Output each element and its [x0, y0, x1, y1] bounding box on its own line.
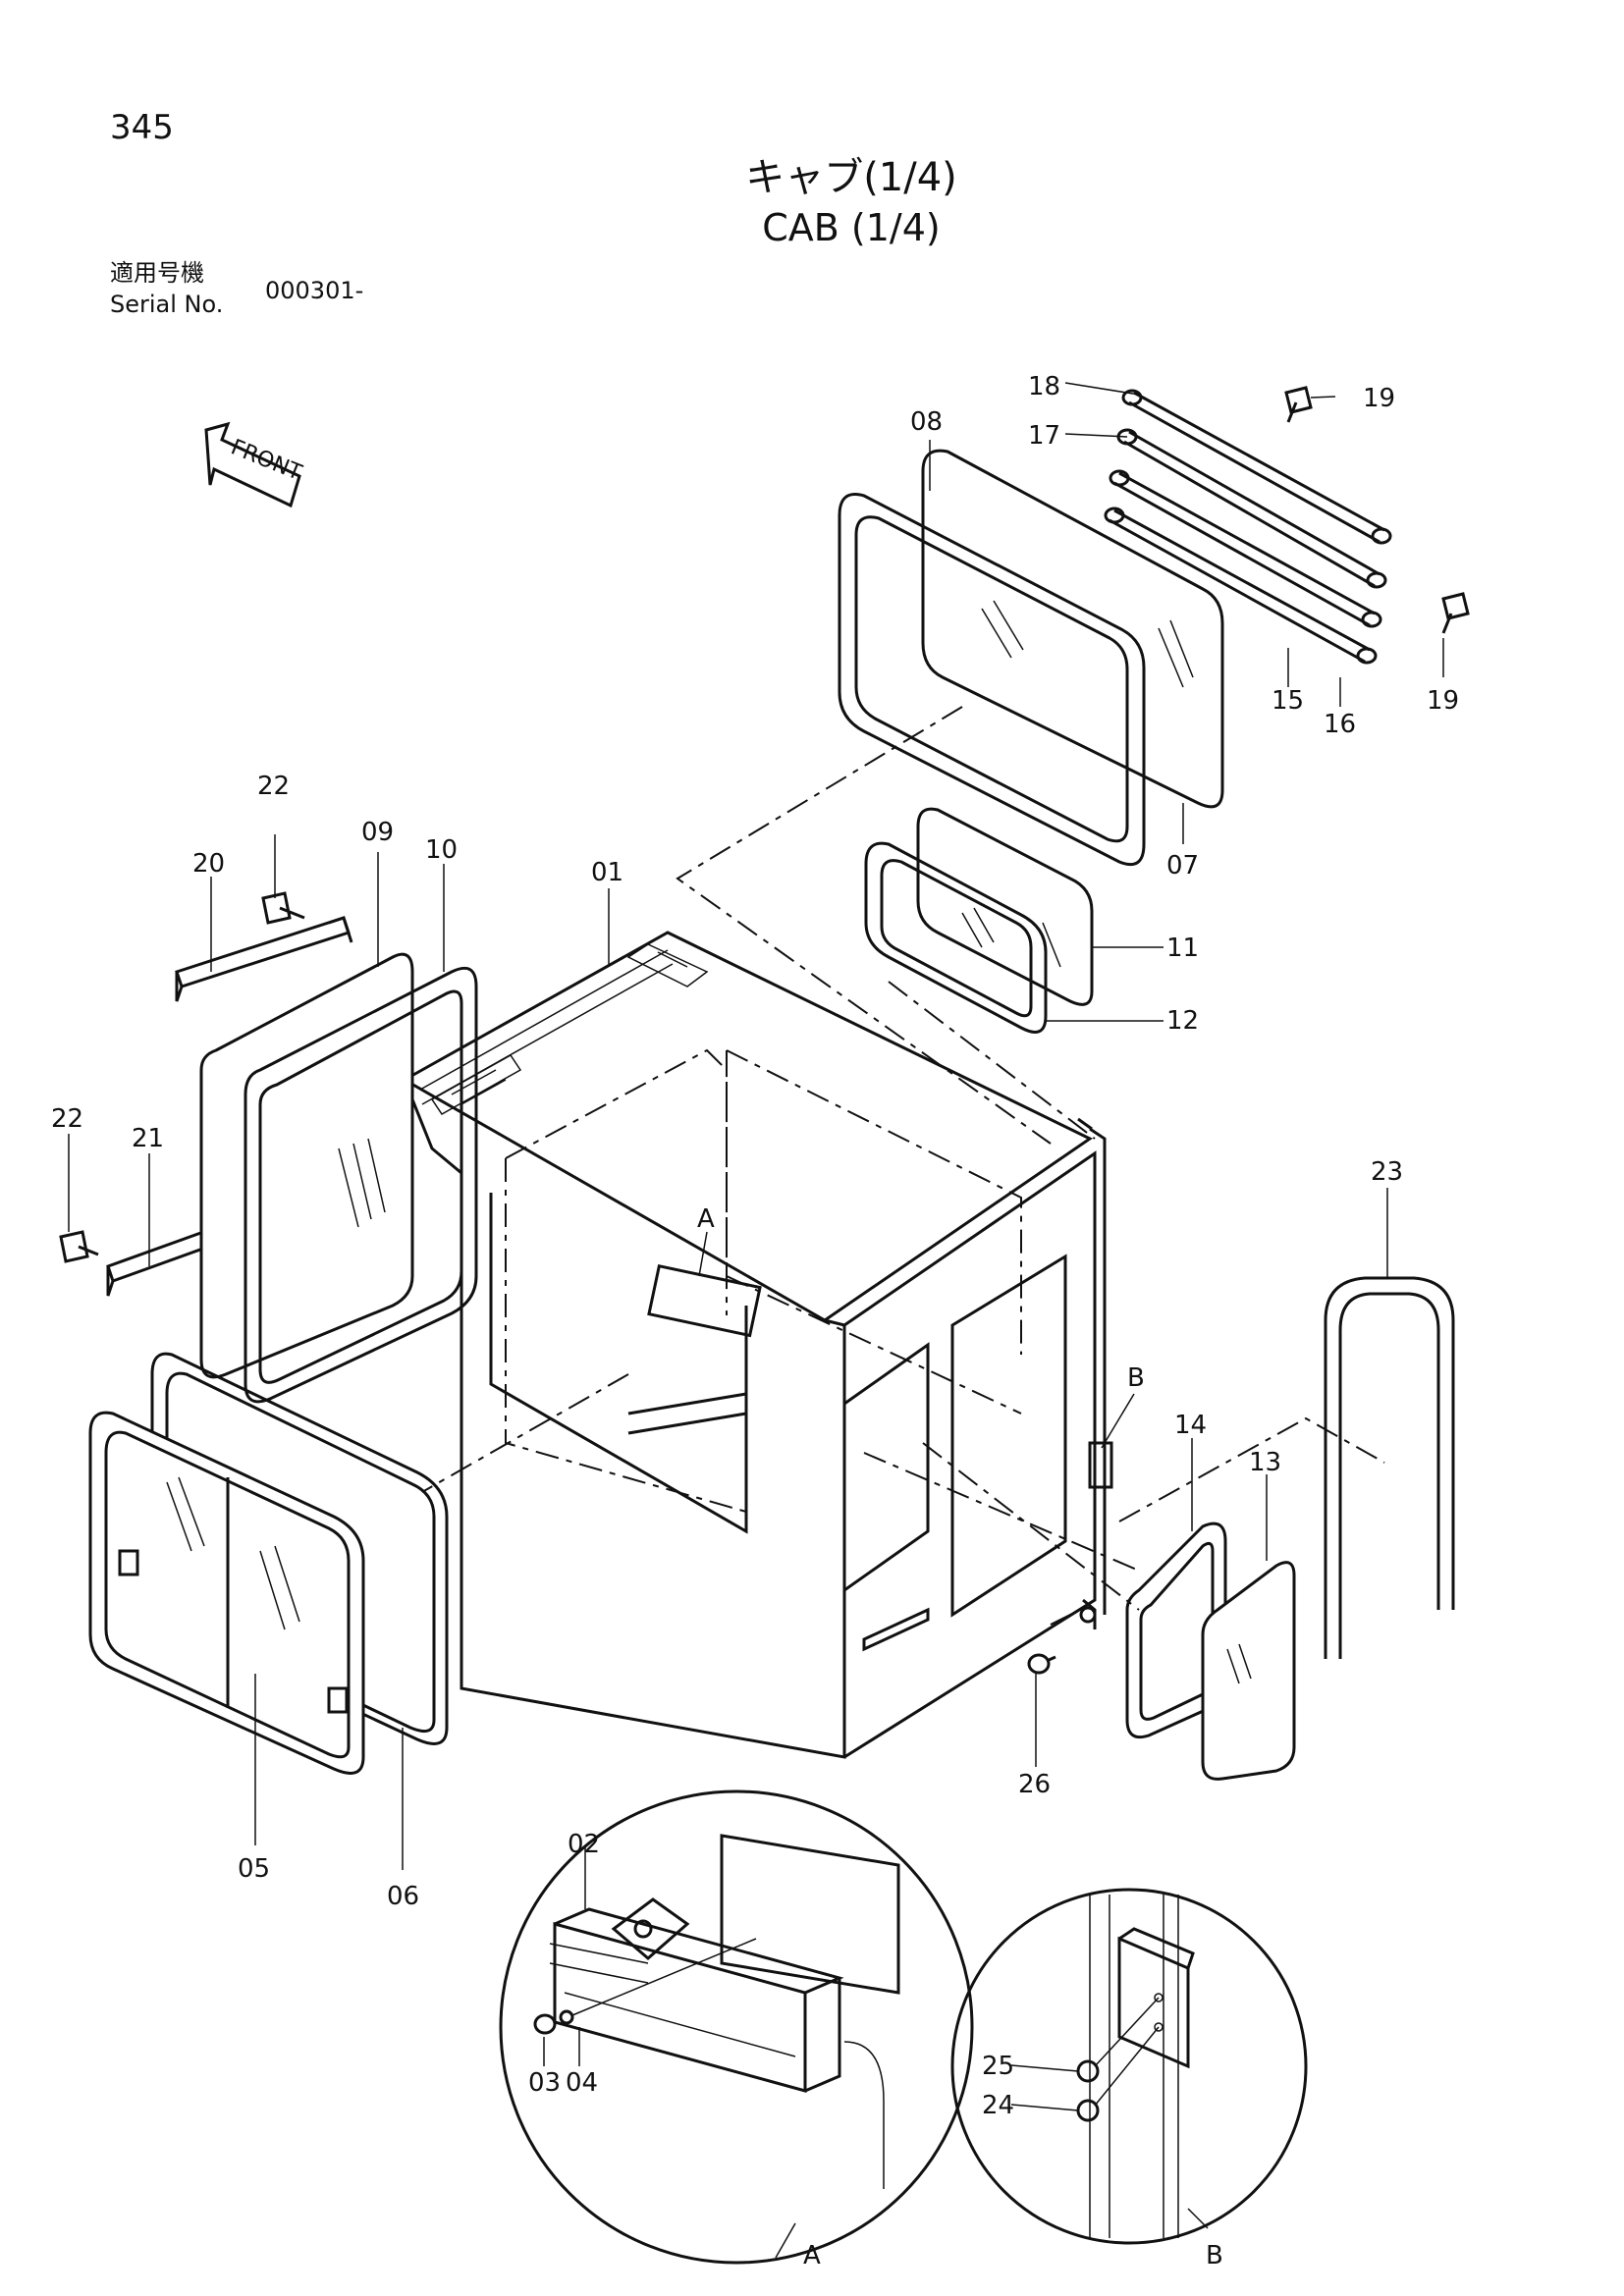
callout-label: 15: [1272, 686, 1304, 716]
front-label: FRONT: [227, 435, 305, 486]
callout-label: 03: [528, 2068, 561, 2098]
callout-label: 06: [387, 1882, 419, 1911]
door-window-glass: [1201, 1561, 1296, 1781]
front-window-glass: [88, 1411, 365, 1775]
callout-label: 01: [591, 858, 623, 887]
title-japanese: キャブ(1/4): [745, 155, 957, 200]
detail-view-b: [950, 1888, 1308, 2245]
callout-label: B: [1127, 1363, 1145, 1393]
assembly-guide-lines: [421, 706, 1385, 1626]
callout-label: 09: [361, 818, 394, 847]
side-window-seal: [244, 966, 478, 1404]
rear-window-glass: [921, 449, 1224, 809]
front-window-seal: [150, 1352, 449, 1745]
callout-label: 16: [1324, 710, 1356, 739]
title-block: キャブ(1/4) CAB (1/4): [0, 152, 1624, 252]
serial-value: 000301-: [265, 277, 364, 304]
callout-label: 22: [257, 772, 290, 801]
callout-label: 11: [1166, 934, 1199, 963]
callout-label: 21: [132, 1124, 164, 1153]
callout-label: 22: [51, 1104, 83, 1134]
bolt-icon: [1284, 386, 1470, 634]
callout-labels: 01 02 03 04 05 06 07 08 09 10 11 12 13 1…: [51, 372, 1459, 2270]
door-seal: [1324, 1276, 1455, 1659]
rear-window-seal: [838, 493, 1146, 867]
callout-label: 25: [982, 2052, 1014, 2081]
callout-label: 13: [1249, 1448, 1281, 1477]
side-window-glass: [199, 952, 414, 1379]
callout-label: 05: [238, 1854, 270, 1884]
front-arrow-icon: FRONT: [204, 421, 305, 508]
stay-rods: [1104, 389, 1392, 665]
detail-view-b-label: B: [1206, 2241, 1223, 2270]
callout-label: 23: [1371, 1157, 1403, 1187]
cab-frame: [401, 931, 1113, 1759]
serial-label: 適用号機 Serial No.: [110, 257, 223, 320]
leader-lines: [68, 382, 1444, 1870]
bolt-icon: [59, 891, 305, 1263]
callout-label: 24: [982, 2091, 1014, 2120]
detail-view-a: [499, 1789, 974, 2265]
callout-label: 04: [566, 2068, 598, 2098]
serial-label-japanese: 適用号機: [110, 259, 204, 287]
serial-label-english: Serial No.: [110, 291, 224, 318]
callout-label: 10: [425, 835, 458, 865]
callout-label: 19: [1427, 686, 1459, 716]
callout-label: 18: [1028, 372, 1060, 401]
callout-label: 07: [1166, 851, 1199, 881]
cap-icon: [1027, 1653, 1056, 1675]
callout-label: 12: [1166, 1006, 1199, 1036]
callout-label: 19: [1363, 384, 1395, 413]
callout-label: 26: [1018, 1770, 1051, 1799]
callout-label: 20: [192, 849, 225, 879]
callout-label: 08: [910, 407, 943, 437]
upper-guide-rail: [175, 916, 353, 1002]
title-english: CAB (1/4): [762, 206, 941, 249]
detail-view-a-label: A: [803, 2241, 821, 2270]
callout-label: 17: [1028, 421, 1060, 451]
callout-label: 02: [568, 1830, 600, 1859]
callout-label: A: [697, 1204, 715, 1234]
side-small-window: [864, 807, 1094, 1034]
callout-label: 14: [1174, 1411, 1207, 1440]
page-number: 345: [110, 108, 174, 147]
